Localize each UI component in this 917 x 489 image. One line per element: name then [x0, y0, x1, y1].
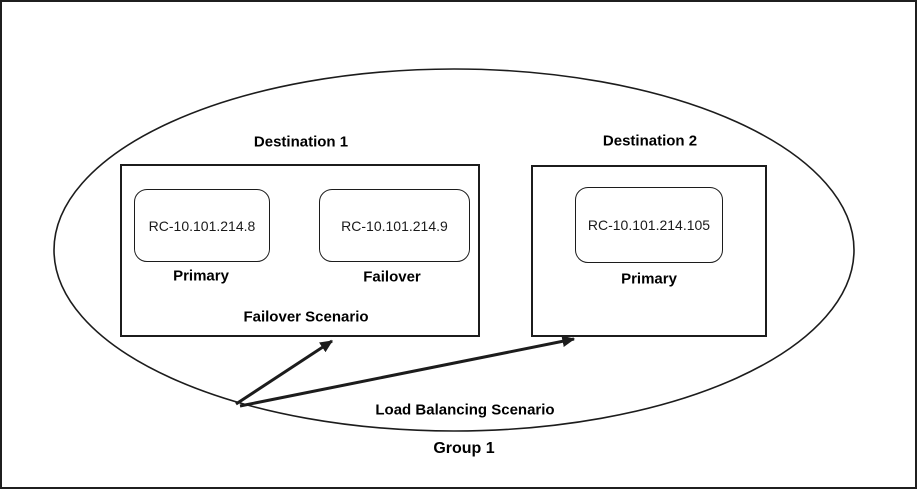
node-rc-10-101-214-8: RC-10.101.214.8	[134, 189, 270, 262]
group-label: Group 1	[433, 440, 495, 457]
node-id-label: RC-10.101.214.105	[587, 217, 711, 233]
node-rc-10-101-214-105: RC-10.101.214.105	[575, 187, 723, 263]
node-id-label: RC-10.101.214.9	[341, 217, 448, 234]
node-role-label-primary-1: Primary	[173, 267, 229, 285]
destination-1-title: Destination 1	[253, 133, 349, 151]
node-role-label-failover: Failover	[363, 268, 421, 286]
node-rc-10-101-214-9: RC-10.101.214.9	[319, 189, 470, 262]
load-balancing-scenario-label: Load Balancing Scenario	[375, 401, 555, 419]
destination-2-title: Destination 2	[602, 132, 698, 150]
node-id-label: RC-10.101.214.8	[148, 217, 256, 234]
node-role-label-primary-2: Primary	[621, 270, 677, 288]
group-ellipse	[53, 68, 855, 432]
failover-scenario-label: Failover Scenario	[243, 308, 369, 326]
load-balancing-arrow-destination-1	[235, 339, 333, 406]
load-balancing-arrow-destination-2	[239, 335, 576, 408]
